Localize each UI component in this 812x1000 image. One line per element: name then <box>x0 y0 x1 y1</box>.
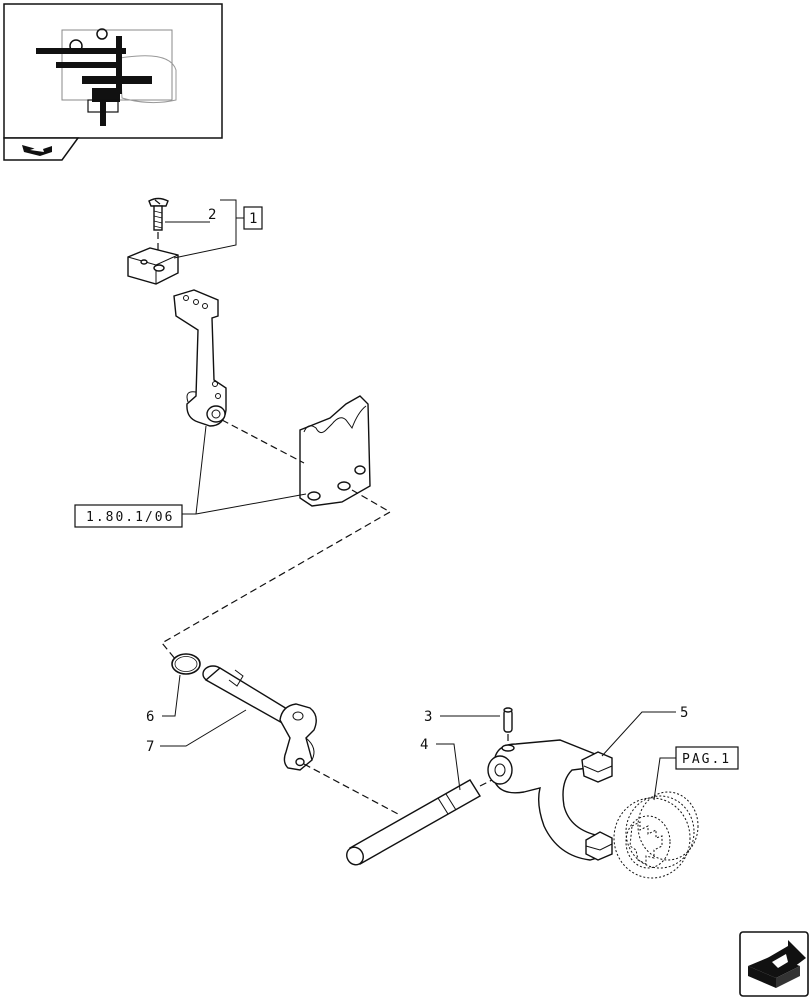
selector-shaft-part <box>346 779 481 866</box>
screw-part <box>148 197 169 231</box>
shift-fork-part <box>487 739 613 861</box>
lever-plate-ref-label: 1.80.1/06 <box>86 510 174 525</box>
next-page-arrow-icon <box>748 940 806 988</box>
next-page-button[interactable] <box>739 931 809 997</box>
lever-shaft-axis <box>303 763 399 815</box>
callout-3: 3 <box>424 709 432 725</box>
leader-screw <box>165 199 244 259</box>
thumbnail-gearbox-illustration <box>36 28 177 126</box>
lever-plate-axis <box>221 419 305 464</box>
lever-plate-ref-box[interactable]: 1.80.1/06 <box>74 504 183 528</box>
coupling-sleeve-part <box>613 791 699 879</box>
o-ring-part <box>171 653 201 675</box>
gate-plate-part <box>299 395 371 507</box>
back-nav-tab[interactable] <box>3 137 80 161</box>
callout-1: 1 <box>249 211 257 227</box>
roll-pin-part <box>503 707 513 733</box>
thumbnail-overview[interactable] <box>3 3 223 139</box>
callout-4: 4 <box>420 737 428 753</box>
leader-shaft <box>436 743 461 791</box>
callout-6: 6 <box>146 709 154 725</box>
leader-sleeve-ref <box>653 757 676 801</box>
sleeve-ref-box[interactable]: PAG.1 <box>675 746 739 770</box>
selector-lever-part <box>173 289 227 427</box>
sleeve-ref-label: PAG.1 <box>682 752 731 767</box>
callout-5: 5 <box>680 705 688 721</box>
clip-block-part <box>127 247 179 285</box>
leader-fork <box>601 711 676 757</box>
lever-shaft-part <box>202 665 317 771</box>
plate-shaft-axis <box>161 489 392 661</box>
back-arrow-icon <box>22 145 52 156</box>
callout-2: 2 <box>208 207 216 223</box>
leader-lever-plate-ref <box>182 425 307 515</box>
leader-o-ring <box>162 674 181 717</box>
leader-lever-shaft <box>160 709 247 747</box>
group-ref-box[interactable]: 1 <box>243 206 263 230</box>
callout-7: 7 <box>146 739 154 755</box>
